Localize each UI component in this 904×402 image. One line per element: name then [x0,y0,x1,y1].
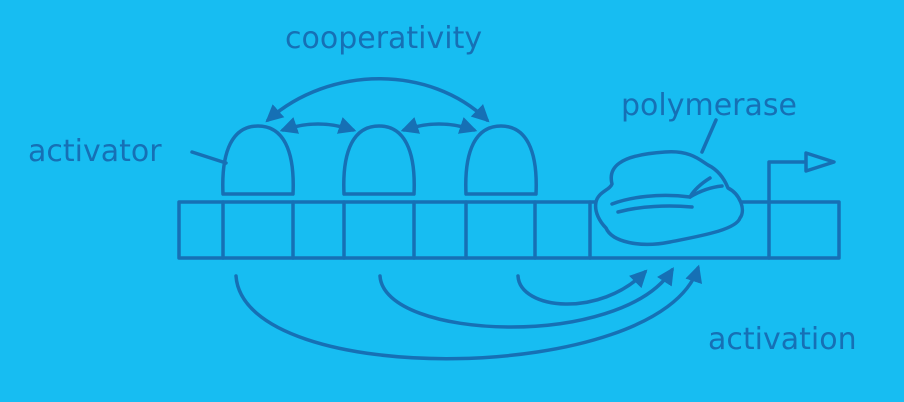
activation-arrows [234,264,702,361]
cooperativity-short-arrow [400,117,478,134]
activators [221,124,538,196]
cooperativity-arc [265,77,490,123]
label-activation: activation [708,322,857,357]
activator-dome [464,124,538,196]
polymerase-body [593,150,745,247]
dna-strand [177,200,841,260]
polymerase-pointer [700,118,718,154]
activator-dome [342,124,416,196]
label-cooperativity: cooperativity [285,21,482,56]
polymerase [593,150,745,247]
dna-outline [177,200,841,260]
activation-arrow [516,269,648,306]
polymerase-cleft [616,204,694,214]
transcription-start-head [804,151,836,173]
cooperativity-short-arrow [279,117,357,134]
activator-dome [221,124,295,196]
label-activator: activator [28,134,162,169]
transcription-start-line [767,160,808,204]
transcription-start-arrow [767,151,836,204]
polymerase-cleft [688,176,712,199]
activation-arrow [234,264,702,361]
cooperativity-arrows [265,77,490,134]
activator-pointer [190,150,228,165]
label-polymerase: polymerase [621,88,797,123]
activation-arrow [378,267,674,329]
